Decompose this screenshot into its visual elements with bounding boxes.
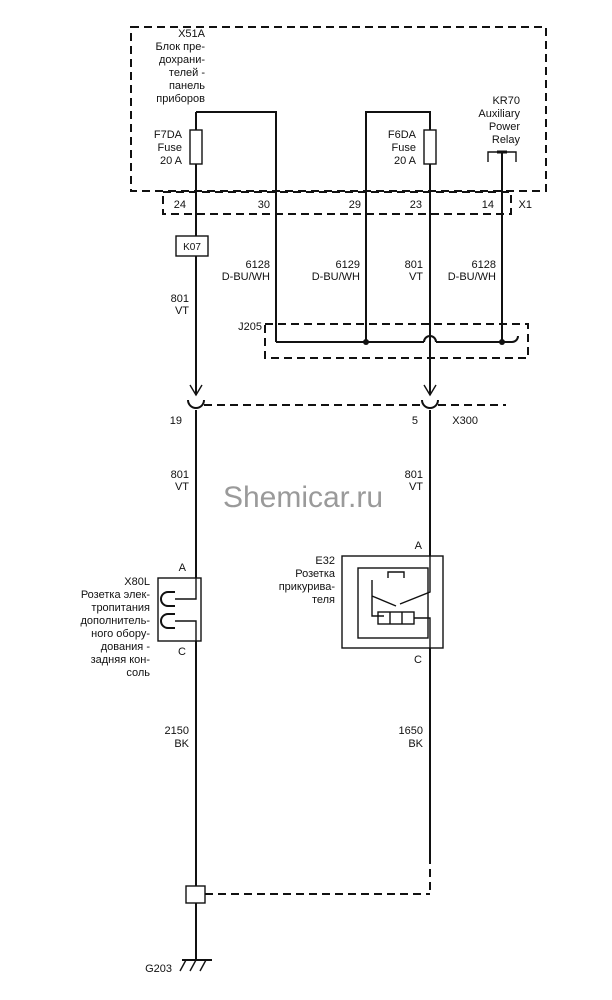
- socket-x80l-desc-5: дования -: [101, 641, 151, 653]
- socket-x80l-desc-6: задняя кон-: [91, 654, 151, 666]
- fuse-block-desc-2: дохрани-: [159, 54, 205, 66]
- socket-x80l-desc-4: ного обору-: [91, 628, 150, 640]
- socket-e32-desc-2: прикурива-: [279, 581, 336, 593]
- fuse-block-desc-5: приборов: [156, 93, 205, 105]
- wire-801-left-low-color: VT: [175, 481, 189, 493]
- ground-g203-tick-2: [189, 959, 197, 972]
- wire-6129-circuit: 6129: [336, 259, 360, 271]
- socket-x80l-desc-3: дополнитель-: [81, 615, 151, 627]
- wire-1650-color: BK: [408, 738, 423, 750]
- socket-x80l-box: [157, 577, 202, 642]
- splice-j205-outline: [264, 323, 529, 359]
- socket-e32-desc-3: теля: [312, 594, 335, 606]
- socket-e32-pin-a: A: [415, 540, 423, 552]
- socket-x80l-desc-2: тропитания: [91, 602, 150, 614]
- wire-801-right-low-color: VT: [409, 481, 423, 493]
- fuse-f7da-type: Fuse: [158, 142, 182, 154]
- socket-x80l-name: X80L: [124, 576, 150, 588]
- socket-x80l-desc-1: Розетка элек-: [81, 589, 151, 601]
- socket-x80l-pin-c: C: [178, 646, 186, 658]
- fuse-f6da-symbol: [423, 129, 437, 165]
- fuse-f7da-rating: 20 A: [160, 155, 183, 167]
- socket-e32-heating-element: [377, 611, 415, 625]
- wire-801-left-low-circuit: 801: [171, 469, 189, 481]
- fuse-block-desc-1: Блок пре-: [156, 41, 206, 53]
- fuse-f7da-name: F7DA: [154, 129, 183, 141]
- wire-801-mid-color: VT: [409, 271, 423, 283]
- x300-pin-5-arrow: [423, 384, 437, 397]
- fuse-f7da-symbol: [189, 129, 203, 165]
- x1-pin-29: 29: [349, 199, 361, 211]
- connector-x1-outline: [162, 191, 512, 215]
- fuse-block-desc-3: телей -: [169, 67, 205, 79]
- fuse-block-desc-4: панель: [169, 80, 205, 92]
- socket-e32-pin-c: C: [414, 654, 422, 666]
- wire-6128-left-circuit: 6128: [246, 259, 270, 271]
- socket-x80l-pin-a: A: [179, 562, 187, 574]
- socket-x80l-contact-c: [160, 613, 175, 629]
- ground-splice-box: [185, 885, 206, 904]
- fuse-block-name: X51A: [178, 28, 206, 40]
- relay-line-4: Relay: [492, 134, 521, 146]
- socket-e32-desc-1: Розетка: [295, 568, 336, 580]
- socket-e32-switch-blade: [371, 595, 397, 607]
- wire-6129: [365, 111, 431, 342]
- relay-line-1: KR70: [492, 95, 520, 107]
- x300-pin-19-label: 19: [170, 415, 182, 427]
- wire-1650-circuit: 1650: [399, 725, 423, 737]
- socket-x80l-desc-7: соль: [126, 667, 150, 679]
- socket-e32-left-lead: [371, 580, 384, 617]
- wire-2150-color: BK: [174, 738, 189, 750]
- ground-g203-label: G203: [145, 963, 172, 975]
- wire-801-left-top-color: VT: [175, 305, 189, 317]
- wire-6128-right-circuit: 6128: [472, 259, 496, 271]
- fuse-f6da-type: Fuse: [392, 142, 416, 154]
- j205-node-6128: [499, 339, 505, 345]
- socket-e32-plunger: [387, 571, 405, 578]
- socket-x80l-lead-c: [175, 620, 197, 641]
- wire-6128-left-color: D-BU/WH: [222, 271, 270, 283]
- socket-e32-name: E32: [315, 555, 335, 567]
- socket-e32-lead-a: [399, 556, 431, 605]
- wire-2150-circuit: 2150: [165, 725, 189, 737]
- x300-pin-19-symbol: [187, 399, 205, 409]
- j205-node-6129: [363, 339, 369, 345]
- socket-x80l-contact-a: [160, 591, 175, 607]
- wire-6128-left: [196, 111, 277, 342]
- x300-pin-5-label: 5: [412, 415, 418, 427]
- x1-pin-14: 14: [482, 199, 494, 211]
- socket-e32-inner-box: [357, 567, 429, 639]
- splice-j205-label: J205: [238, 321, 262, 333]
- socket-e32-lead-c: [414, 617, 431, 648]
- relay-line-2: Auxiliary: [478, 108, 520, 120]
- wire-801-right-low-circuit: 801: [405, 469, 423, 481]
- x300-pin-19-arrow: [189, 384, 203, 397]
- x1-pin-30: 30: [258, 199, 270, 211]
- ground-g203-tick-3: [199, 959, 207, 972]
- wire-801-left-top-circuit: 801: [171, 293, 189, 305]
- splice-k07-label: K07: [183, 242, 201, 253]
- splice-k07-box: [175, 235, 209, 257]
- watermark: Shemicar.ru: [223, 481, 383, 514]
- relay-line-3: Power: [489, 121, 521, 133]
- wire-6128-right-color: D-BU/WH: [448, 271, 496, 283]
- x300-pin-5-symbol: [421, 399, 439, 409]
- fuse-f6da-rating: 20 A: [394, 155, 417, 167]
- x1-pin-24: 24: [174, 199, 186, 211]
- ground-g203-tick-1: [179, 959, 187, 972]
- x1-connector-name: X1: [519, 199, 532, 211]
- x300-name-label: X300: [452, 415, 478, 427]
- wire-801-mid-circuit: 801: [405, 259, 423, 271]
- x1-pin-23: 23: [410, 199, 422, 211]
- socket-e32-outer-box: [341, 555, 444, 649]
- socket-x80l-lead-a: [175, 578, 197, 600]
- fuse-f6da-name: F6DA: [388, 129, 417, 141]
- wire-6129-color: D-BU/WH: [312, 271, 360, 283]
- j205-bus-end: [511, 335, 519, 343]
